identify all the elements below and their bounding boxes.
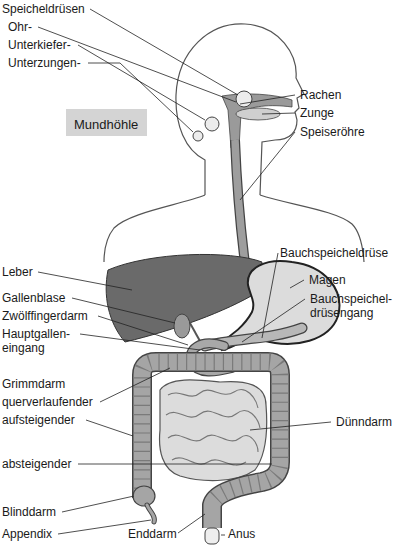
leader-line (62, 496, 134, 512)
part-label: Dünndarm (336, 415, 392, 429)
leader-line (240, 95, 295, 104)
part-label: Ohr- (8, 20, 32, 34)
leader-line (98, 316, 188, 345)
part-label: Speicheldrüsen (2, 2, 85, 16)
part-label: absteigender (2, 457, 71, 471)
gallbladder (174, 314, 190, 338)
colon-segments (142, 362, 280, 505)
leader-line (178, 514, 205, 533)
part-label: Bauchspeichel- drüsengang (310, 292, 392, 320)
box-label: Mundhöhle (74, 117, 138, 132)
sublingual-gland (193, 131, 203, 141)
leader-line (262, 253, 278, 338)
shoulder-outline (104, 195, 205, 262)
part-label: Appendix (2, 527, 52, 541)
part-label: Grimmdarm (2, 377, 65, 391)
appendix (147, 505, 154, 522)
submandibular-gland (205, 117, 219, 131)
part-label: Unterzungen- (8, 56, 81, 70)
part-label: Blinddarm (2, 505, 56, 519)
part-label: Enddarm (128, 527, 177, 541)
part-label: Magen (309, 273, 346, 287)
part-label: Anus (228, 527, 255, 541)
leader-line (38, 272, 132, 290)
part-label: Hauptgallen- eingang (2, 327, 70, 355)
anus-shape (205, 528, 219, 544)
intestine-coils (166, 390, 260, 465)
leader-line (90, 9, 238, 95)
leader-line (290, 280, 304, 288)
leader-line (242, 299, 305, 342)
leader-line (86, 420, 133, 436)
part-label: Zwölffingerdarm (2, 309, 88, 323)
leader-line (240, 132, 295, 200)
leader-line (80, 334, 200, 350)
oral-cavity (222, 94, 292, 148)
leader-line (221, 535, 225, 536)
appendix (147, 505, 154, 522)
part-label: querverlaufender (2, 395, 93, 409)
leader-line (78, 464, 272, 465)
leader-line (250, 422, 331, 430)
parotid-gland (236, 91, 252, 107)
part-label: Unterkiefer- (8, 38, 71, 52)
label-box: Mundhöhle (66, 109, 147, 136)
part-label: Bauchspeicheldrüse (280, 246, 388, 260)
part-label: Leber (2, 265, 33, 279)
cecum (133, 486, 155, 506)
colon (142, 362, 280, 528)
part-label: Gallenblase (2, 291, 65, 305)
leader-lines (38, 9, 331, 535)
part-label: Speiseröhre (300, 125, 365, 139)
part-label: aufsteigender (2, 413, 75, 427)
leader-line (100, 368, 170, 402)
part-label: Zunge (300, 106, 334, 120)
part-label: Rachen (300, 88, 341, 102)
colon (142, 362, 280, 528)
leader-line (262, 113, 295, 114)
